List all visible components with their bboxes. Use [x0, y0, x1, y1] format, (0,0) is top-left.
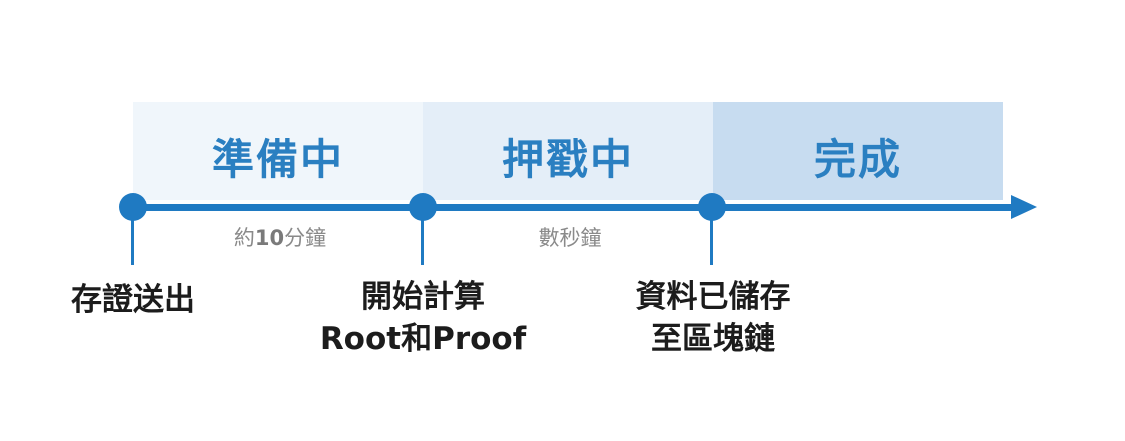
duration-first-suffix: 分鐘 — [284, 226, 327, 250]
stage-label-stamping: 押戳中 — [501, 135, 634, 184]
event-submit-line1: 存證送出 — [71, 282, 195, 318]
milestone-tick-stored — [710, 215, 713, 265]
milestone-tick-submit — [131, 215, 134, 265]
event-submit: 存證送出 — [33, 279, 233, 321]
duration-label-second: 數秒鐘 — [538, 226, 602, 250]
duration-label-first: 約10分鐘 — [180, 222, 380, 252]
event-compute-line1: 開始計算 — [361, 279, 485, 315]
milestone-tick-compute — [421, 215, 424, 265]
event-stored: 資料已儲存 至區塊鏈 — [593, 276, 833, 360]
event-stored-line1: 資料已儲存 — [635, 279, 791, 315]
duration-first-number: 10 — [254, 226, 285, 250]
event-stored-line2: 至區塊鏈 — [651, 321, 775, 357]
timeline-arrow-icon — [1011, 195, 1037, 219]
timeline-axis — [130, 204, 1015, 211]
duration-first-prefix: 約 — [233, 226, 255, 250]
event-compute: 開始計算 Root和Proof — [303, 276, 543, 360]
stage-label-complete: 完成 — [813, 135, 902, 184]
event-compute-line2: Root和Proof — [319, 321, 527, 357]
stage-preparing: 準備中 — [133, 102, 423, 200]
stage-label-preparing: 準備中 — [211, 135, 344, 184]
stage-complete: 完成 — [713, 102, 1003, 200]
stage-stamping: 押戳中 — [423, 102, 713, 200]
